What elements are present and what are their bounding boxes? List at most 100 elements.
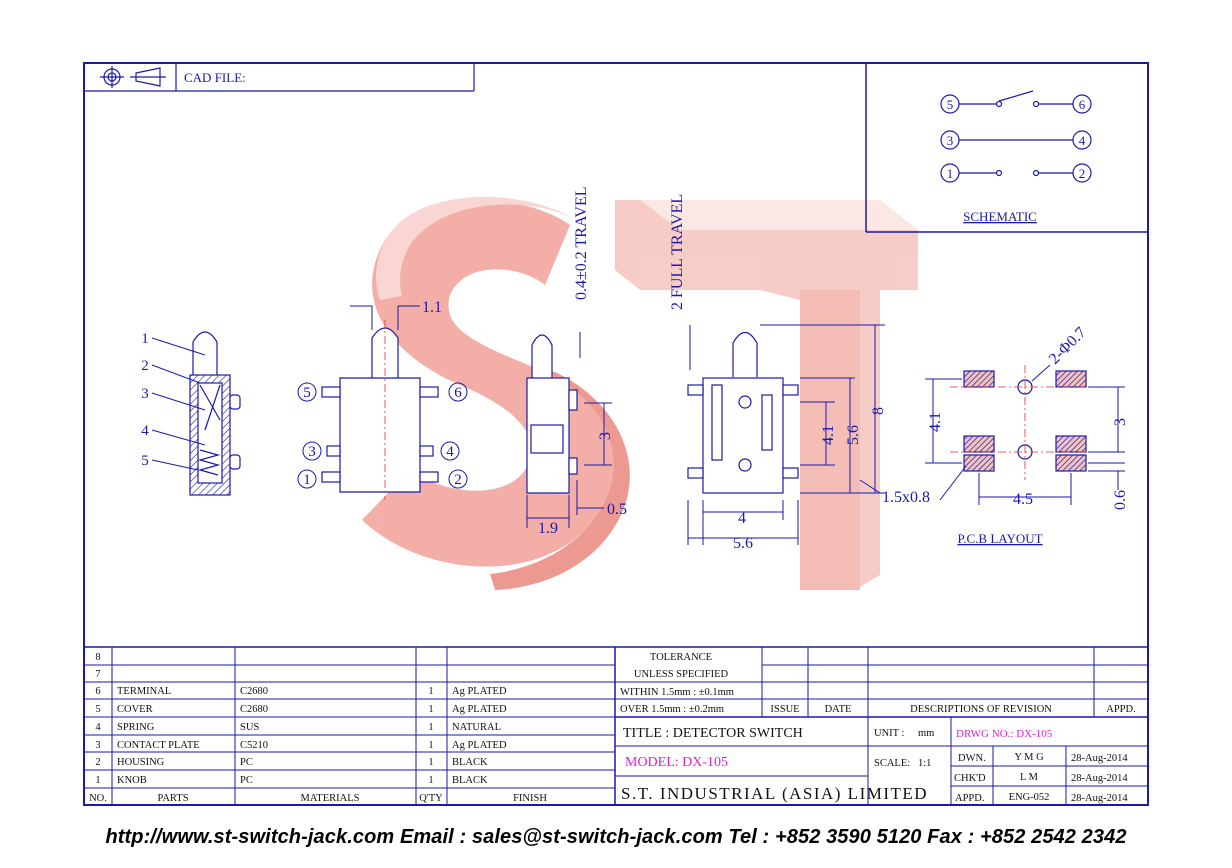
bom-row-3-part: CONTACT PLATE — [117, 740, 200, 751]
bom-row-4-part: SPRING — [117, 722, 155, 733]
front-pin-1: 1 — [303, 472, 311, 488]
dim-pcb-hole: 2-Φ0.7 — [1046, 324, 1090, 368]
bom-row-3-finish: Ag PLATED — [452, 740, 507, 751]
drawing-number: DRWG NO.: DX-105 — [956, 728, 1053, 740]
title-text: TITLE : DETECTOR SWITCH — [623, 726, 803, 741]
bom-row-6-material: C2680 — [240, 686, 268, 697]
top-view — [687, 331, 799, 494]
unit-value: mm — [918, 728, 934, 739]
bom-row-3-qty: 1 — [428, 740, 433, 751]
bom-row-5-finish: Ag PLATED — [452, 704, 507, 715]
bom-row-2-no: 2 — [95, 757, 100, 768]
bom-row-4-finish: NATURAL — [452, 722, 501, 733]
dim-travel: 0.4±0.2 TRAVEL — [573, 186, 590, 300]
tolerance-line-1: TOLERANCE — [650, 652, 712, 663]
bom-row-4-material: SUS — [240, 722, 259, 733]
bom-grid — [84, 646, 1148, 805]
bom-row-2-part: HOUSING — [117, 757, 165, 768]
schematic-pin-2: 2 — [1079, 166, 1086, 181]
watermark-logo — [362, 196, 918, 590]
bom-row-6-part: TERMINAL — [117, 686, 171, 697]
dim-1-9: 1.9 — [538, 520, 558, 537]
chkd-value: L M — [1020, 772, 1039, 783]
bom-header-finish: FINISH — [513, 793, 547, 804]
scale-value: 1:1 — [918, 758, 931, 769]
cad-file-label: CAD FILE: — [184, 70, 246, 85]
dim-pad-size: 1.5x0.8 — [882, 489, 930, 506]
bom-row-4-no: 4 — [95, 722, 101, 733]
bom-row-7-no: 7 — [95, 669, 100, 680]
bom-row-2-qty: 1 — [428, 757, 433, 768]
schematic — [940, 90, 1092, 183]
dim-full-travel: 2 FULL TRAVEL — [669, 194, 686, 310]
appd-label: APPD. — [955, 793, 984, 804]
tolerance-line-2: UNLESS SPECIFIED — [634, 669, 729, 680]
drawing-frame — [83, 62, 1149, 806]
contact-footer: http://www.st-switch-jack.com Email : sa… — [105, 826, 1127, 848]
bom-row-1-no: 1 — [95, 775, 100, 786]
part-callouts — [151, 337, 206, 471]
part-callout-3: 3 — [141, 386, 149, 402]
bom-row-1-material: PC — [240, 775, 253, 786]
pcb-layout-title: P.C.B LAYOUT — [957, 531, 1042, 546]
front-pin-4: 4 — [446, 444, 454, 460]
dim-4: 4 — [738, 510, 746, 527]
chkd-label: CHK'D — [954, 773, 986, 784]
scale-label: SCALE: — [874, 758, 910, 769]
bom-row-8-no: 8 — [95, 652, 100, 663]
dim-pitch-3: 3 — [597, 432, 614, 440]
tolerance-line-4: OVER 1.5mm : ±0.2mm — [620, 704, 724, 715]
dwn-value: Y M G — [1014, 752, 1044, 763]
unit-label: UNIT : — [874, 728, 905, 739]
part-callout-1: 1 — [141, 331, 149, 347]
front-pin-3: 3 — [308, 444, 316, 460]
schematic-pin-1: 1 — [947, 166, 954, 181]
revision-descriptions-header: DESCRIPTIONS OF REVISION — [910, 704, 1052, 715]
revision-appd-header: APPD. — [1106, 704, 1135, 715]
bom-row-5-qty: 1 — [428, 704, 433, 715]
bom-header-parts: PARTS — [157, 793, 188, 804]
bom-row-1-finish: BLACK — [452, 775, 488, 786]
bom-row-1-qty: 1 — [428, 775, 433, 786]
part-callout-5: 5 — [141, 453, 149, 469]
bom-row-5-no: 5 — [95, 704, 100, 715]
revision-date-header: DATE — [825, 704, 852, 715]
dim-pcb-4-5: 4.5 — [1013, 491, 1033, 508]
schematic-title: SCHEMATIC — [963, 209, 1037, 224]
dim-8: 8 — [870, 407, 887, 415]
bom-row-2-finish: BLACK — [452, 757, 488, 768]
schematic-pin-6: 6 — [1079, 97, 1086, 112]
part-callout-2: 2 — [141, 358, 149, 374]
dim-pcb-4-1: 4.1 — [927, 412, 944, 432]
dim-5-6: 5.6 — [845, 425, 862, 445]
bom-header-qty: Q'TY — [419, 793, 443, 804]
dim-0-5: 0.5 — [607, 501, 627, 518]
projection-symbol-icon — [100, 66, 166, 88]
company-name: S.T. INDUSTRIAL (ASIA) LIMITED — [621, 784, 928, 803]
appd-date: 28-Aug-2014 — [1071, 793, 1128, 804]
section-view — [189, 331, 241, 496]
schematic-pin-3: 3 — [947, 133, 954, 148]
front-pin-6: 6 — [454, 385, 462, 401]
dim-5-6-width: 5.6 — [733, 535, 753, 552]
dwn-label: DWN. — [958, 753, 986, 764]
bom-row-5-material: C2680 — [240, 704, 268, 715]
bom-row-5-part: COVER — [117, 704, 153, 715]
bom-row-4-qty: 1 — [428, 722, 433, 733]
bom-row-1-part: KNOB — [117, 775, 147, 786]
dim-knob-width: 1.1 — [422, 299, 442, 316]
bom-row-3-no: 3 — [95, 740, 100, 751]
schematic-pin-4: 4 — [1079, 133, 1086, 148]
revision-issue-header: ISSUE — [770, 704, 799, 715]
appd-value: ENG-052 — [1009, 792, 1050, 803]
side-view — [526, 334, 578, 494]
tolerance-line-3: WITHIN 1.5mm : ±0.1mm — [620, 687, 734, 698]
front-pin-5: 5 — [303, 385, 311, 401]
bom-header-materials: MATERIALS — [301, 793, 360, 804]
part-callout-4: 4 — [141, 423, 149, 439]
bom-row-3-material: C5210 — [240, 740, 268, 751]
dim-pcb-3: 3 — [1112, 418, 1129, 426]
bom-row-6-qty: 1 — [428, 686, 433, 697]
dwn-date: 28-Aug-2014 — [1071, 753, 1128, 764]
